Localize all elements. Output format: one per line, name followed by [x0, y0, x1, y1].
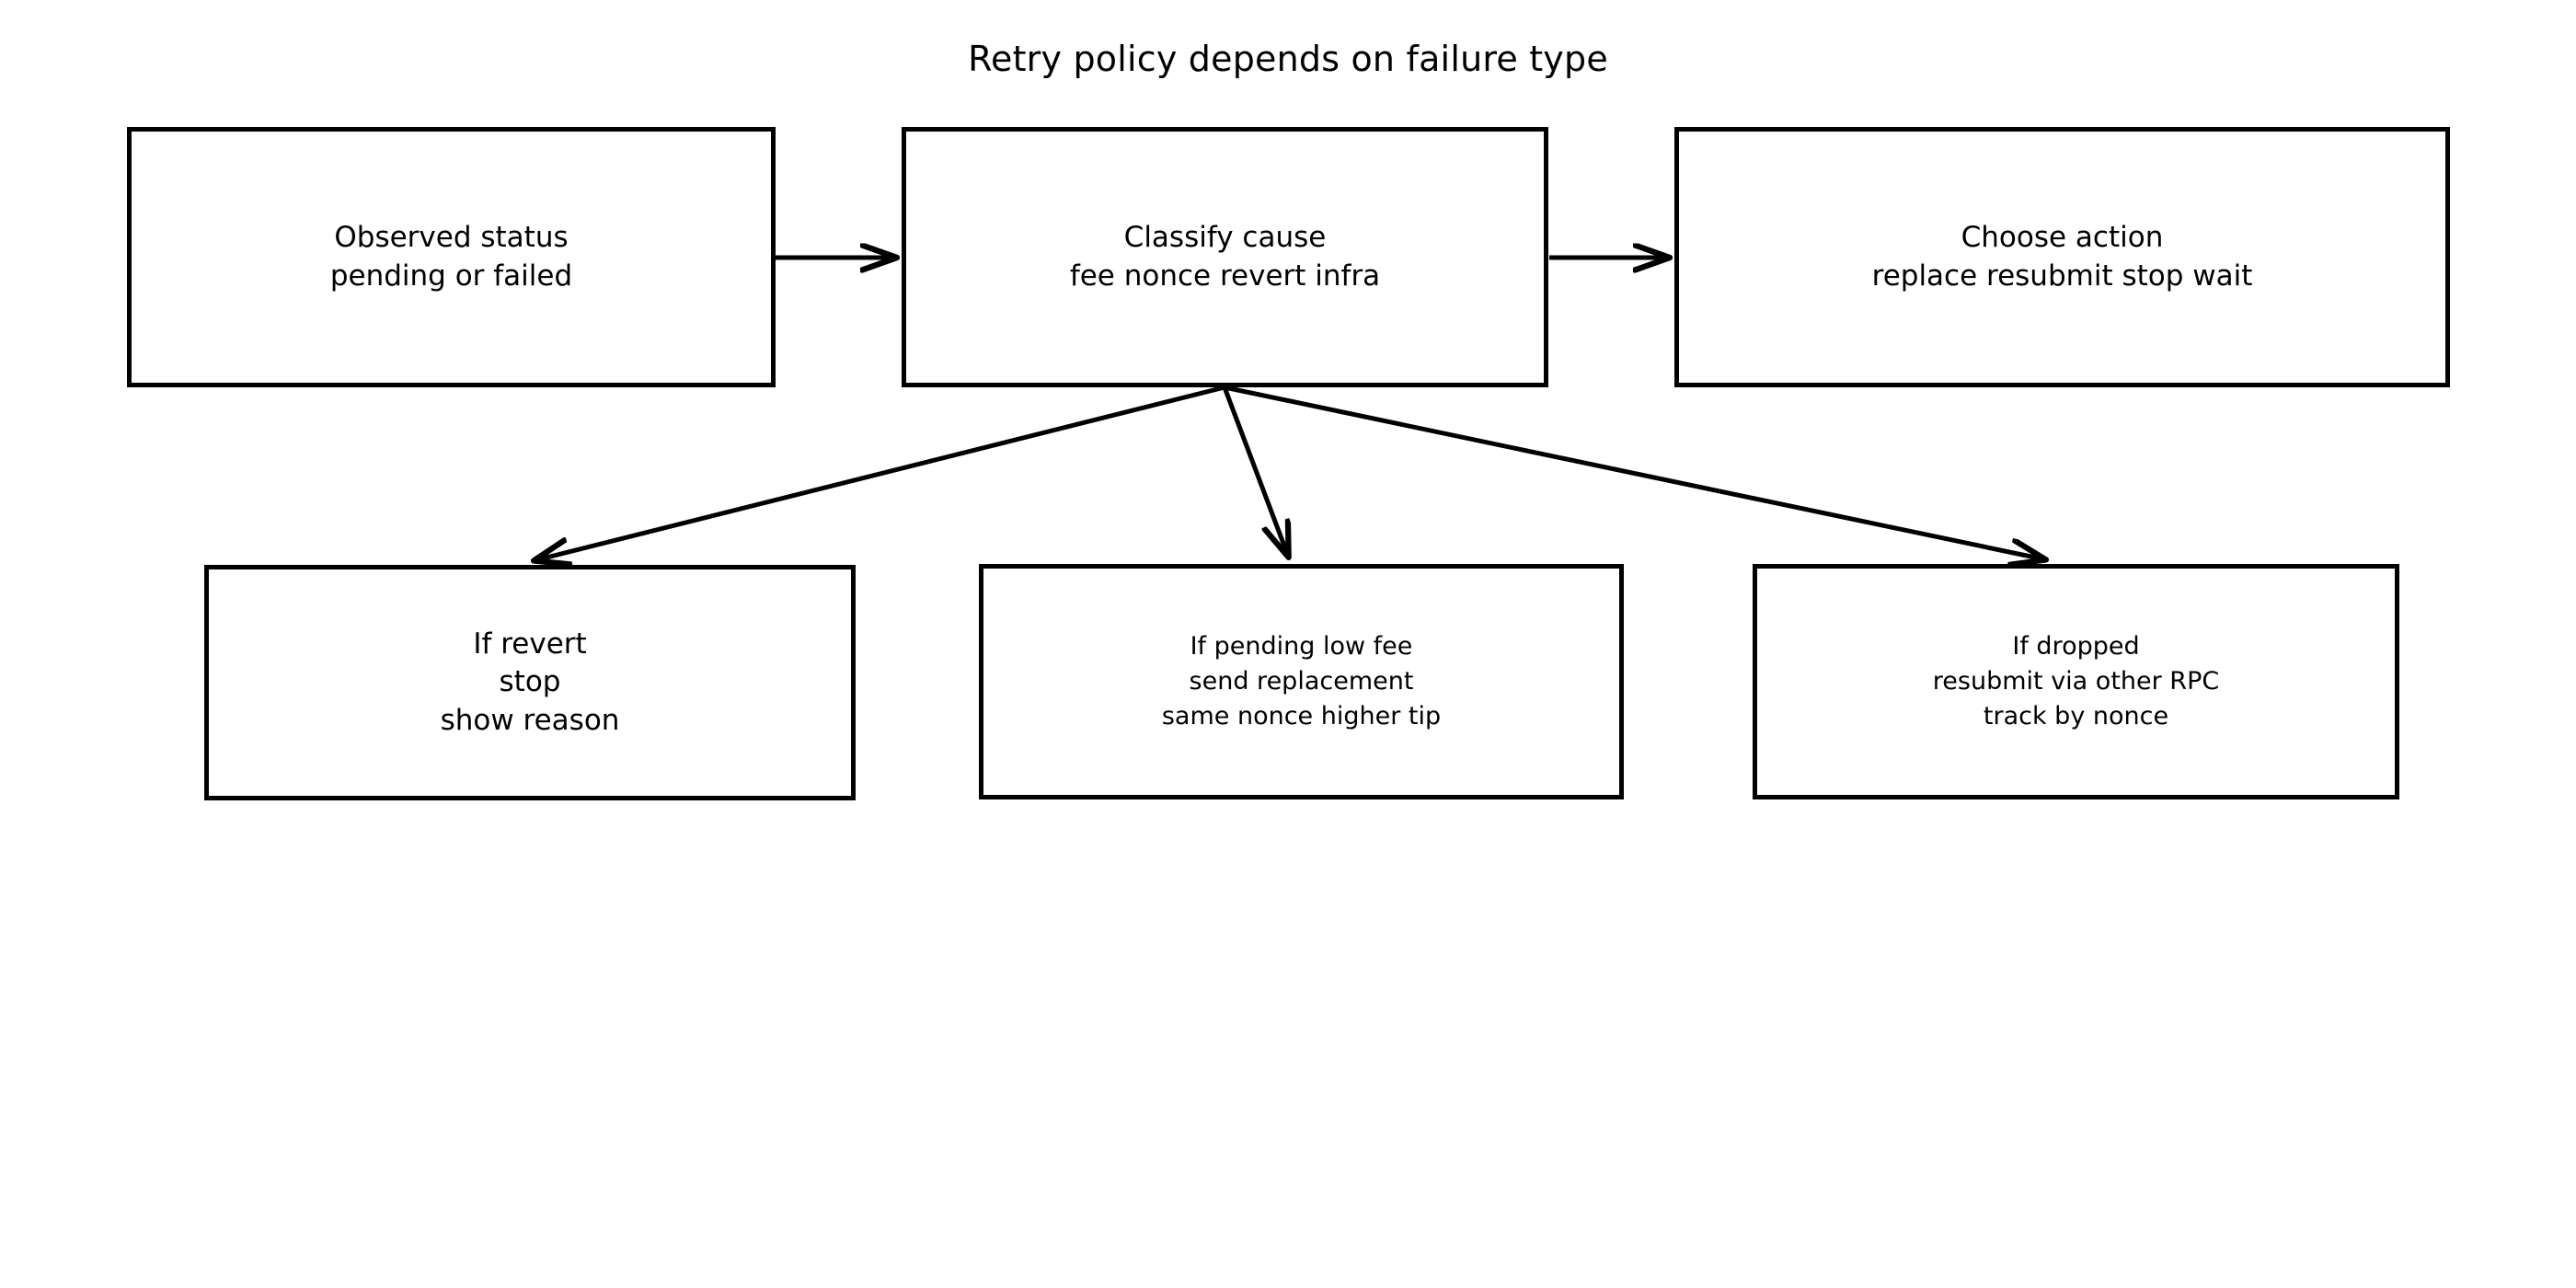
- node-classify-cause-label: Classify cause fee nonce revert infra: [1069, 221, 1381, 293]
- node-if-pending-label: If pending low fee send replacement same…: [1161, 631, 1442, 731]
- page-title: Retry policy depends on failure type: [968, 39, 1608, 79]
- node-classify-cause[interactable]: Classify cause fee nonce revert infra: [902, 127, 1548, 387]
- node-if-revert-label: If revert stop show reason: [440, 627, 620, 737]
- node-if-dropped[interactable]: If dropped resubmit via other RPC track …: [1753, 564, 2399, 799]
- node-if-pending[interactable]: If pending low fee send replacement same…: [979, 564, 1624, 799]
- edge-classify-to-if-dropped: [1224, 385, 2044, 559]
- node-observed-status[interactable]: Observed status pending or failed: [127, 127, 776, 387]
- edge-classify-to-if-pending: [1222, 386, 1288, 556]
- node-choose-action[interactable]: Choose action replace resubmit stop wait: [1674, 127, 2450, 387]
- node-if-revert[interactable]: If revert stop show reason: [204, 565, 856, 800]
- edge-classify-to-if-revert: [535, 385, 1225, 560]
- node-choose-action-label: Choose action replace resubmit stop wait: [1871, 221, 2253, 293]
- node-if-dropped-label: If dropped resubmit via other RPC track …: [1932, 631, 2220, 731]
- node-observed-status-label: Observed status pending or failed: [329, 221, 573, 293]
